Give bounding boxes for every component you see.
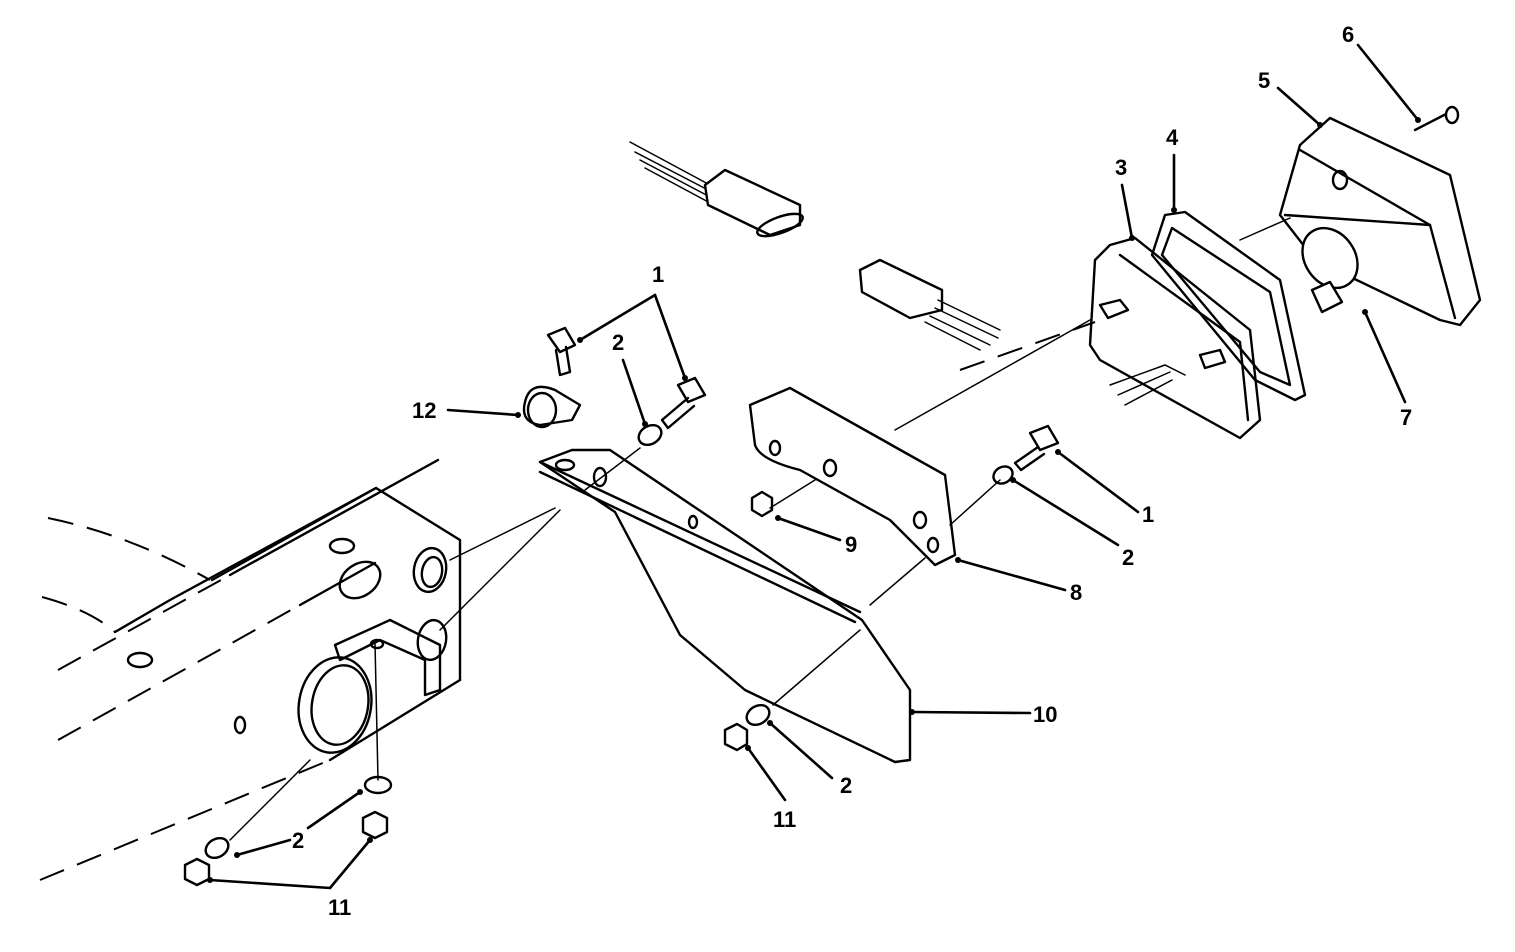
- callout-8: 8: [1070, 580, 1082, 605]
- callout-2-upper: 2: [612, 330, 624, 355]
- callout-11-left: 11: [328, 895, 351, 920]
- callout-3: 3: [1115, 155, 1127, 180]
- callout-1-upper: 1: [652, 262, 664, 287]
- callout-7: 7: [1400, 405, 1412, 430]
- tail-lamp-lens: [1088, 236, 1262, 440]
- callout-10: 10: [1033, 702, 1057, 727]
- nuts: [183, 490, 774, 887]
- callout-2-right: 2: [1122, 545, 1134, 570]
- callout-9: 9: [845, 532, 857, 557]
- cable-clamp: [522, 385, 582, 429]
- callout-6: 6: [1342, 22, 1354, 47]
- lamp-gasket: [1150, 210, 1307, 402]
- light-bracket: [748, 386, 957, 567]
- callout-5: 5: [1258, 68, 1270, 93]
- callout-12: 12: [412, 398, 436, 423]
- leader-lines: [208, 43, 1420, 890]
- bolt-upper-mid: [660, 376, 707, 430]
- callout-labels: 1 1 2 2 2 2 3 4 5 6 7 8 9 10 11 11 12: [292, 22, 1412, 920]
- washers: [204, 423, 1014, 860]
- callout-2-left: 2: [292, 828, 304, 853]
- leader-dots: [207, 117, 1421, 883]
- mounting-plate: [538, 448, 912, 764]
- fender-frame: [39, 458, 462, 881]
- callout-4: 4: [1166, 125, 1179, 150]
- wire-harness-connector-female: [629, 141, 804, 238]
- lamp-bulb: [1301, 226, 1359, 314]
- assembly-lines: [229, 217, 1291, 841]
- callout-1-right: 1: [1142, 502, 1154, 527]
- screw-housing: [1413, 105, 1460, 132]
- wire-harness-connector-male: [858, 258, 1001, 351]
- lamp-housing: [1278, 116, 1482, 327]
- bolt-right: [1013, 424, 1060, 472]
- callout-2-lower: 2: [840, 773, 852, 798]
- callout-11-lower: 11: [773, 807, 796, 832]
- bolt-upper-left: [546, 326, 577, 377]
